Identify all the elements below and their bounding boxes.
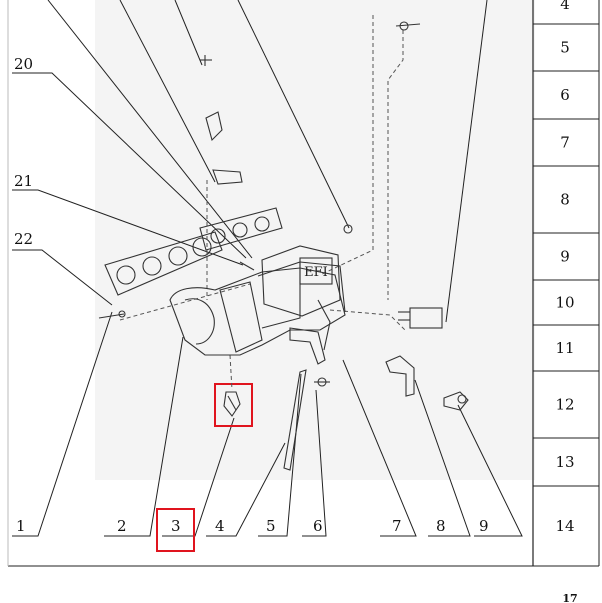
gasket-left [104, 231, 223, 296]
table-row-number: 5 [560, 39, 570, 57]
callout-2: 2 [104, 336, 184, 537]
efi-marking: EFI [304, 265, 328, 280]
leader-top-b [119, 0, 216, 183]
gasket-upper [199, 207, 283, 251]
intake-manifold [169, 261, 346, 356]
table-row-number: 9 [560, 248, 570, 266]
callout-label-7: 7 [392, 517, 402, 535]
table-row-number: 12 [555, 396, 574, 414]
table-row-number: 6 [560, 86, 570, 104]
callout-21: 21 [12, 172, 244, 266]
table-row-number: 14 [555, 517, 574, 535]
callout-1: 1 [12, 311, 113, 537]
sensor-3 [223, 391, 241, 417]
callout-label-1: 1 [16, 517, 26, 535]
bracket-upper [200, 55, 243, 185]
table-row-number: 4 [560, 0, 570, 13]
table-row-number: 10 [555, 294, 574, 312]
highlight-sensor-box [214, 383, 253, 427]
callout-20: 20 [12, 55, 247, 259]
page-number: 17 [562, 592, 577, 603]
table-row-number: 13 [555, 453, 574, 471]
fasteners [98, 21, 421, 319]
callout-4: 4 [206, 442, 286, 537]
highlight-callout-3-box [156, 508, 195, 552]
bracket-8 [385, 355, 415, 397]
callout-8: 8 [414, 379, 471, 537]
callout-label-20: 20 [14, 55, 33, 73]
callout-label-8: 8 [436, 517, 446, 535]
callout-22: 22 [12, 230, 113, 306]
callout-label-2: 2 [117, 517, 127, 535]
callout-7: 7 [342, 359, 417, 537]
callout-label-21: 21 [14, 172, 33, 190]
table-row-number: 7 [560, 134, 570, 152]
callout-label-5: 5 [266, 517, 276, 535]
leader-top-d [237, 0, 350, 229]
leader-top-e [445, 0, 488, 323]
callout-label-22: 22 [14, 230, 33, 248]
bolt-6 [314, 377, 330, 387]
callout-label-4: 4 [215, 517, 225, 535]
callout-label-6: 6 [313, 517, 323, 535]
drawing-background [95, 0, 535, 480]
callout-6: 6 [302, 389, 327, 537]
solenoid-valve [398, 307, 443, 329]
throttle-body: EFI [261, 245, 341, 351]
bracket-lever [283, 327, 326, 471]
leader-top-a [47, 0, 253, 259]
fitting-9 [443, 391, 469, 411]
table-row-number: 11 [555, 339, 574, 357]
callout-label-9: 9 [479, 517, 489, 535]
leader-top-c [174, 0, 203, 66]
callout-9: 9 [457, 404, 523, 537]
callout-label-3: 3 [171, 517, 181, 535]
table-row-number: 8 [560, 191, 570, 209]
